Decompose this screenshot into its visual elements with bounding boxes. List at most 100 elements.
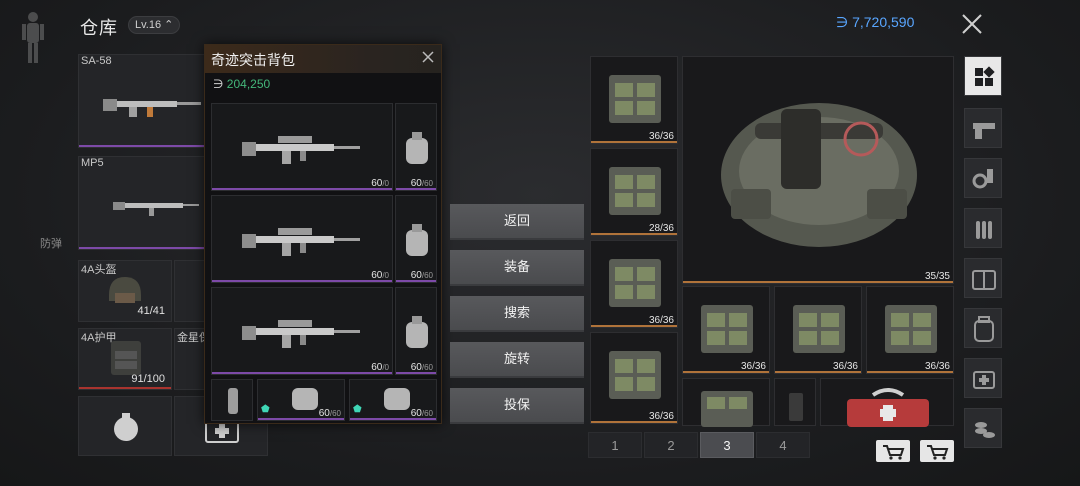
- ammo-crate-item[interactable]: 36/36: [590, 332, 678, 424]
- drum-magazine-icon: [406, 224, 428, 256]
- ammo-crate-icon: [793, 305, 845, 353]
- close-icon[interactable]: [421, 50, 435, 64]
- ammo-crate-item[interactable]: 36/36: [774, 286, 862, 374]
- cart-icon: [927, 445, 949, 460]
- rifle-item[interactable]: 60/0: [211, 287, 393, 375]
- shield-icon: ⬟: [353, 404, 362, 415]
- currency-icon: ∋: [213, 77, 224, 91]
- drum-magazine-icon: [292, 388, 318, 410]
- level-badge[interactable]: Lv.16 ⌃: [128, 16, 181, 34]
- backpack-popup: 奇迹突击背包 ∋ 204,250 60/0 60/60 60/0: [204, 44, 442, 424]
- ammo-icon: [976, 221, 992, 239]
- rarity-bar: [350, 418, 436, 420]
- rarity-bar: [79, 247, 273, 249]
- item-price: ∋ 204,250: [213, 77, 271, 91]
- buy-cart-button[interactable]: [920, 440, 954, 462]
- smg-icon: [113, 202, 199, 216]
- page-tab-3[interactable]: 3: [700, 432, 754, 458]
- grenade-slot[interactable]: [78, 396, 172, 456]
- rarity-bar: [396, 372, 436, 374]
- page-tabs: 1 2 3 4: [588, 432, 810, 458]
- drum-magazine-icon: [406, 316, 428, 348]
- helmet-slot[interactable]: 4A头盔 41/41: [78, 260, 172, 322]
- ammo-crate-item[interactable]: 36/36: [590, 240, 678, 328]
- page-tab-1[interactable]: 1: [588, 432, 642, 458]
- ammo-crate-item[interactable]: 36/36: [866, 286, 954, 374]
- category-pistol-button[interactable]: [964, 108, 1002, 148]
- ammo-crate-item[interactable]: 28/36: [590, 148, 678, 236]
- pistol-icon: [973, 123, 995, 139]
- rifle-item[interactable]: 60/0: [211, 195, 393, 283]
- popup-header: 奇迹突击背包: [205, 45, 441, 73]
- page-tab-2[interactable]: 2: [644, 432, 698, 458]
- character-silhouette-icon: [22, 12, 44, 63]
- drum-magazine-icon: [384, 388, 410, 410]
- insure-button[interactable]: 投保: [450, 388, 584, 424]
- armor-vest-icon: [111, 341, 141, 375]
- ammo-crate-icon: [609, 167, 661, 215]
- page-title: 仓库: [80, 18, 118, 38]
- currency-icon: ∋: [836, 14, 849, 30]
- magazine-item[interactable]: ⬟ 60/60: [349, 379, 437, 421]
- ammo-crate-item[interactable]: 36/36: [590, 56, 678, 144]
- rarity-bar: [591, 233, 677, 235]
- category-parts-button[interactable]: [964, 158, 1002, 198]
- rarity-bar: [867, 371, 953, 373]
- backpack-icon: [721, 103, 917, 247]
- category-ammo-button[interactable]: [964, 208, 1002, 248]
- cart-icon: [883, 445, 905, 460]
- all-items-icon: [975, 66, 995, 86]
- assault-rifle-icon: [242, 228, 360, 256]
- shield-icon: ⬟: [261, 404, 270, 415]
- page-tab-4[interactable]: 4: [756, 432, 810, 458]
- back-button[interactable]: 返回: [450, 204, 584, 240]
- armor-slot[interactable]: 4A护甲 91/100: [78, 328, 172, 390]
- rifle-item[interactable]: 60/0: [211, 103, 393, 191]
- rarity-bar: [396, 280, 436, 282]
- grip-item[interactable]: [211, 379, 253, 421]
- category-all-button[interactable]: [964, 56, 1002, 96]
- ammo-crate-item[interactable]: [682, 378, 770, 427]
- category-vest-button[interactable]: [964, 258, 1002, 298]
- rifle-icon: [103, 99, 201, 117]
- helmet-icon: [109, 277, 141, 303]
- chevron-up-icon: ⌃: [164, 19, 174, 31]
- category-valuables-button[interactable]: [964, 408, 1002, 448]
- rarity-bar: [775, 371, 861, 373]
- assault-rifle-icon: [242, 320, 360, 348]
- category-backpack-button[interactable]: [964, 308, 1002, 348]
- ammo-crate-icon: [609, 259, 661, 307]
- equip-button[interactable]: 装备: [450, 250, 584, 286]
- rarity-bar: [591, 421, 677, 423]
- rarity-bar: [683, 371, 769, 373]
- rarity-bar: [591, 141, 677, 143]
- magazine-item[interactable]: [774, 378, 816, 426]
- ammo-crate-icon: [701, 305, 753, 353]
- rarity-bar: [212, 280, 392, 282]
- vest-icon: [972, 270, 996, 290]
- magazine-item[interactable]: 60/60: [395, 103, 437, 191]
- close-icon[interactable]: [958, 10, 986, 38]
- popup-title: 奇迹突击背包: [211, 52, 295, 68]
- assault-rifle-icon: [242, 136, 360, 164]
- search-button[interactable]: 搜索: [450, 296, 584, 332]
- rotate-button[interactable]: 旋转: [450, 342, 584, 378]
- magazine-item[interactable]: ⬟ 60/60: [257, 379, 345, 421]
- currency-display: ∋ 7,720,590: [836, 14, 915, 30]
- backpack-item[interactable]: 35/35: [682, 56, 954, 284]
- magazine-item[interactable]: 60/60: [395, 195, 437, 283]
- rarity-bar: [683, 281, 953, 283]
- ammo-crate-icon: [609, 351, 661, 399]
- sell-cart-button[interactable]: [876, 440, 910, 462]
- armor-side-tag: 防弹: [40, 238, 62, 250]
- ammo-crate-icon: [885, 305, 937, 353]
- coins-icon: [975, 422, 995, 438]
- ammo-crate-icon: [609, 75, 661, 123]
- rarity-bar: [258, 418, 344, 420]
- category-medical-button[interactable]: [964, 358, 1002, 398]
- ammo-crate-item[interactable]: 36/36: [682, 286, 770, 374]
- ammo-crate-icon: [701, 391, 753, 427]
- drum-magazine-icon: [406, 132, 428, 164]
- magazine-item[interactable]: 60/60: [395, 287, 437, 375]
- medical-case-item[interactable]: [820, 378, 954, 427]
